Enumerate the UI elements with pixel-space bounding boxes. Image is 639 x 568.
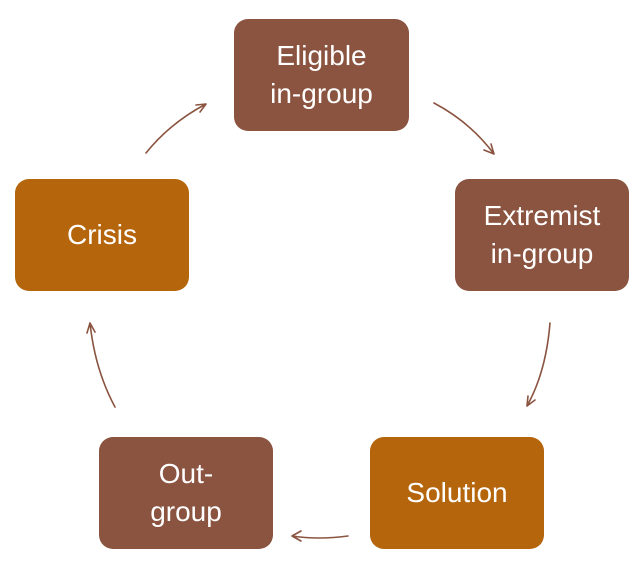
node-extremist-in-group-line-1: Extremist [483, 200, 601, 231]
node-out-group-line-1: Out- [158, 458, 214, 489]
arrow-out-group-to-crisis [86, 322, 116, 408]
node-eligible-in-group-line-2: in-group [270, 78, 373, 109]
arrow-extremist-to-solution [526, 322, 551, 407]
node-solution-line-1: Solution [406, 477, 508, 508]
node-out-group-line-2: group [150, 496, 222, 527]
node-eligible-in-group-line-1: Eligible [276, 40, 367, 71]
node-extremist-in-group: Extremist in-group [455, 179, 629, 291]
arrow-solution-to-out-group [291, 530, 349, 542]
arrow-crisis-to-eligible [145, 103, 207, 154]
node-extremist-in-group-line-2: in-group [490, 238, 594, 269]
node-crisis-line-1: Crisis [67, 219, 137, 250]
node-crisis: Crisis [15, 179, 189, 291]
arrow-eligible-to-extremist [433, 102, 495, 155]
node-out-group: Out- group [99, 437, 273, 549]
node-solution: Solution [370, 437, 544, 549]
node-eligible-in-group: Eligible in-group [234, 19, 409, 131]
